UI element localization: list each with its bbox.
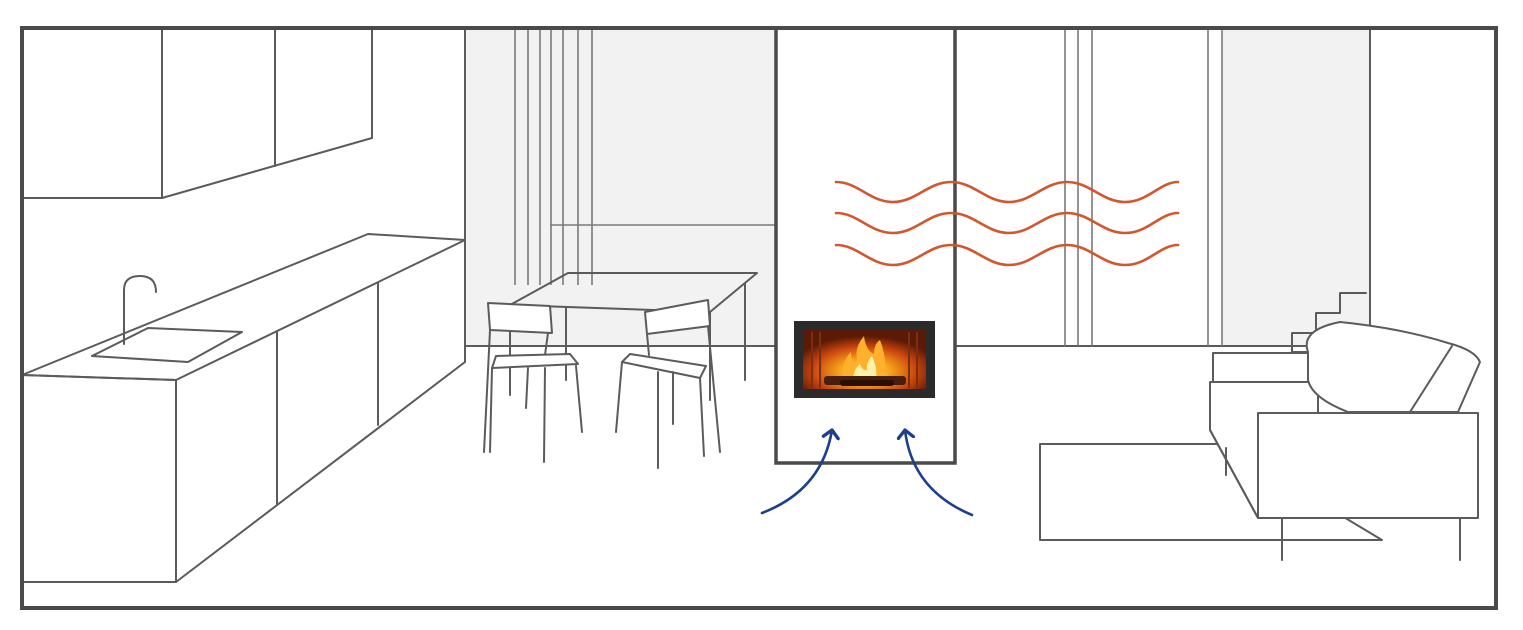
kitchen-sink <box>91 275 243 363</box>
kitchen-counter <box>21 233 466 583</box>
fireplace-insert <box>794 321 935 398</box>
sofa <box>1209 321 1481 561</box>
air-arrow-left <box>760 430 832 515</box>
fireplace-fire <box>824 336 906 386</box>
window-mullions-right <box>1064 28 1223 346</box>
firebox-side-panels <box>811 332 918 388</box>
outer-frame <box>20 26 1498 610</box>
dining-chair-left <box>483 302 583 463</box>
back-wall-shading <box>465 28 1370 346</box>
dining-chair-right <box>615 299 721 469</box>
window-curtains-left <box>514 28 775 285</box>
heat-waves <box>834 180 1180 267</box>
rug <box>1039 443 1383 541</box>
air-arrow-right <box>905 430 974 517</box>
kitchen-upper-cabinets <box>21 27 373 199</box>
air-intake-arrows <box>760 430 974 517</box>
